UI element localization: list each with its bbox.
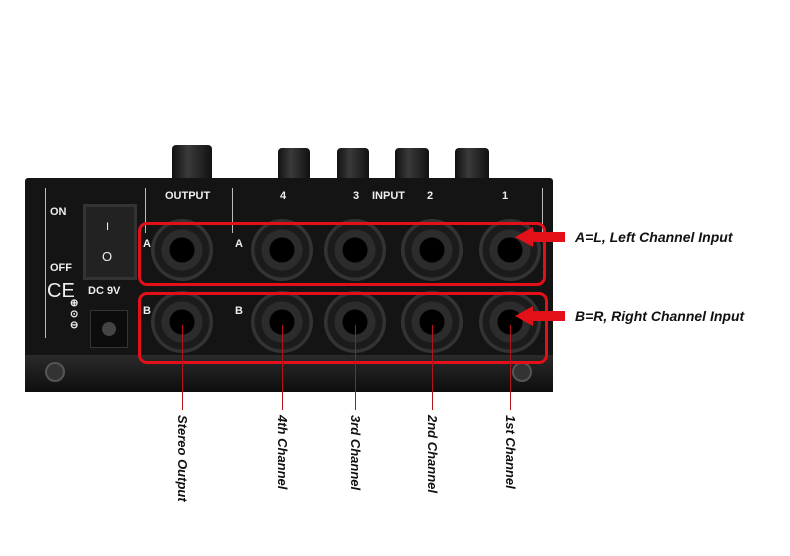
jack-label: 2nd Channel (425, 415, 440, 494)
switch-on-mark: I (106, 221, 110, 233)
polarity-icon: ⊕⊙⊖ (70, 298, 79, 331)
row-b-label: B (235, 305, 243, 317)
knob[interactable] (395, 148, 429, 180)
jack-label: 1st Channel (503, 415, 518, 489)
jack-label: Stereo Output (175, 415, 190, 502)
audio-jack[interactable] (251, 219, 313, 281)
off-label: OFF (50, 262, 72, 274)
ce-mark: CE (47, 280, 75, 302)
ch1-label: 1 (502, 190, 509, 202)
audio-jack[interactable] (151, 219, 213, 281)
audio-jack[interactable] (324, 219, 386, 281)
row-a-annotation: A=L, Left Channel Input (575, 229, 733, 245)
dc-power-jack[interactable] (90, 310, 128, 348)
row-a-label: A (235, 238, 243, 250)
row-b-annotation: B=R, Right Channel Input (575, 308, 745, 324)
input-label: INPUT (372, 190, 405, 202)
knob[interactable] (337, 148, 369, 180)
ch3-label: 3 (353, 190, 360, 202)
ch4-label: 4 (280, 190, 287, 202)
jack-label: 4th Channel (275, 415, 290, 490)
knob[interactable] (455, 148, 489, 180)
audio-jack[interactable] (401, 219, 463, 281)
row-a-highlight (138, 222, 546, 286)
leader-line (282, 325, 283, 410)
on-label: ON (50, 206, 67, 218)
output-label: OUTPUT (165, 190, 211, 202)
switch-off-mark: O (102, 249, 113, 264)
leader-line (355, 325, 356, 410)
knob[interactable] (278, 148, 310, 180)
arrow-left-icon (515, 306, 565, 326)
knob[interactable] (172, 145, 212, 180)
row-b-label: B (143, 305, 151, 317)
jack-label: 3rd Channel (348, 415, 363, 491)
leader-line (182, 325, 183, 410)
row-b-highlight (138, 292, 548, 364)
leader-line (432, 325, 433, 410)
screw (512, 362, 532, 382)
ch2-label: 2 (427, 190, 434, 202)
arrow-left-icon (515, 227, 565, 247)
screw (45, 362, 65, 382)
leader-line (510, 325, 511, 410)
dc-label: DC 9V (88, 285, 121, 297)
row-a-label: A (143, 238, 151, 250)
power-switch[interactable]: I O (83, 204, 137, 280)
